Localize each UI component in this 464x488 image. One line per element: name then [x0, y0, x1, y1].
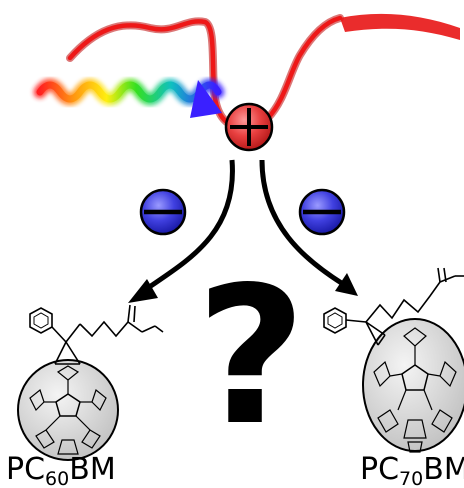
- arrow-to-pc60bm-head: [128, 279, 158, 303]
- pc60bm-label-suffix: BM: [69, 452, 116, 487]
- arrow-to-pc70bm: [259, 159, 345, 287]
- pc70bm-molecule: [323, 267, 464, 453]
- arrow-to-pc70bm-head: [335, 273, 358, 296]
- hole-positive-charge: [224, 102, 274, 152]
- arrow-to-pc60bm: [140, 159, 235, 295]
- pc60bm-label-subscript: 60: [45, 468, 70, 488]
- pc60bm-label-prefix: PC: [6, 452, 46, 487]
- polymer-ribbon: [66, 13, 460, 132]
- pc70bm-label-prefix: PC: [360, 452, 400, 487]
- pc70bm-label-suffix: BM: [423, 452, 464, 487]
- pc60bm-label: PC60BM: [6, 455, 116, 488]
- photon-wave-arrow: [33, 78, 225, 118]
- pc70bm-label: PC70BM: [360, 455, 464, 488]
- question-mark: ?: [196, 246, 307, 467]
- electron-negative-charge-left: [139, 188, 187, 236]
- pc70bm-label-subscript: 70: [399, 468, 424, 488]
- electron-negative-charge-right: [298, 188, 346, 236]
- pc60bm-molecule: [17, 304, 164, 461]
